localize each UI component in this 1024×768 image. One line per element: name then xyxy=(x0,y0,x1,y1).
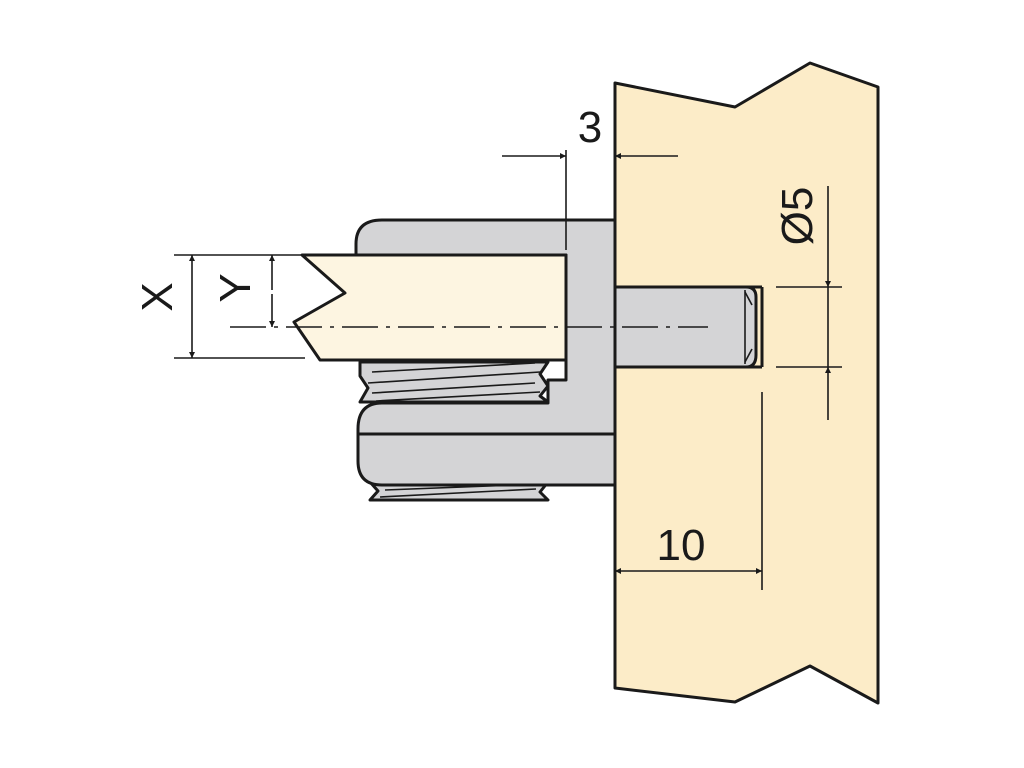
clamp-body xyxy=(354,218,617,487)
pin-diameter-label: Ø5 xyxy=(773,187,822,246)
cabinet-side-panel xyxy=(613,61,880,705)
pin-depth-label: 10 xyxy=(657,521,706,570)
shelf-board xyxy=(292,253,568,362)
upper-thread xyxy=(358,360,550,404)
gap-dimension-label: 3 xyxy=(578,103,602,152)
x-dimension-label: X xyxy=(133,282,182,311)
y-dimension-label: Y xyxy=(211,273,260,302)
